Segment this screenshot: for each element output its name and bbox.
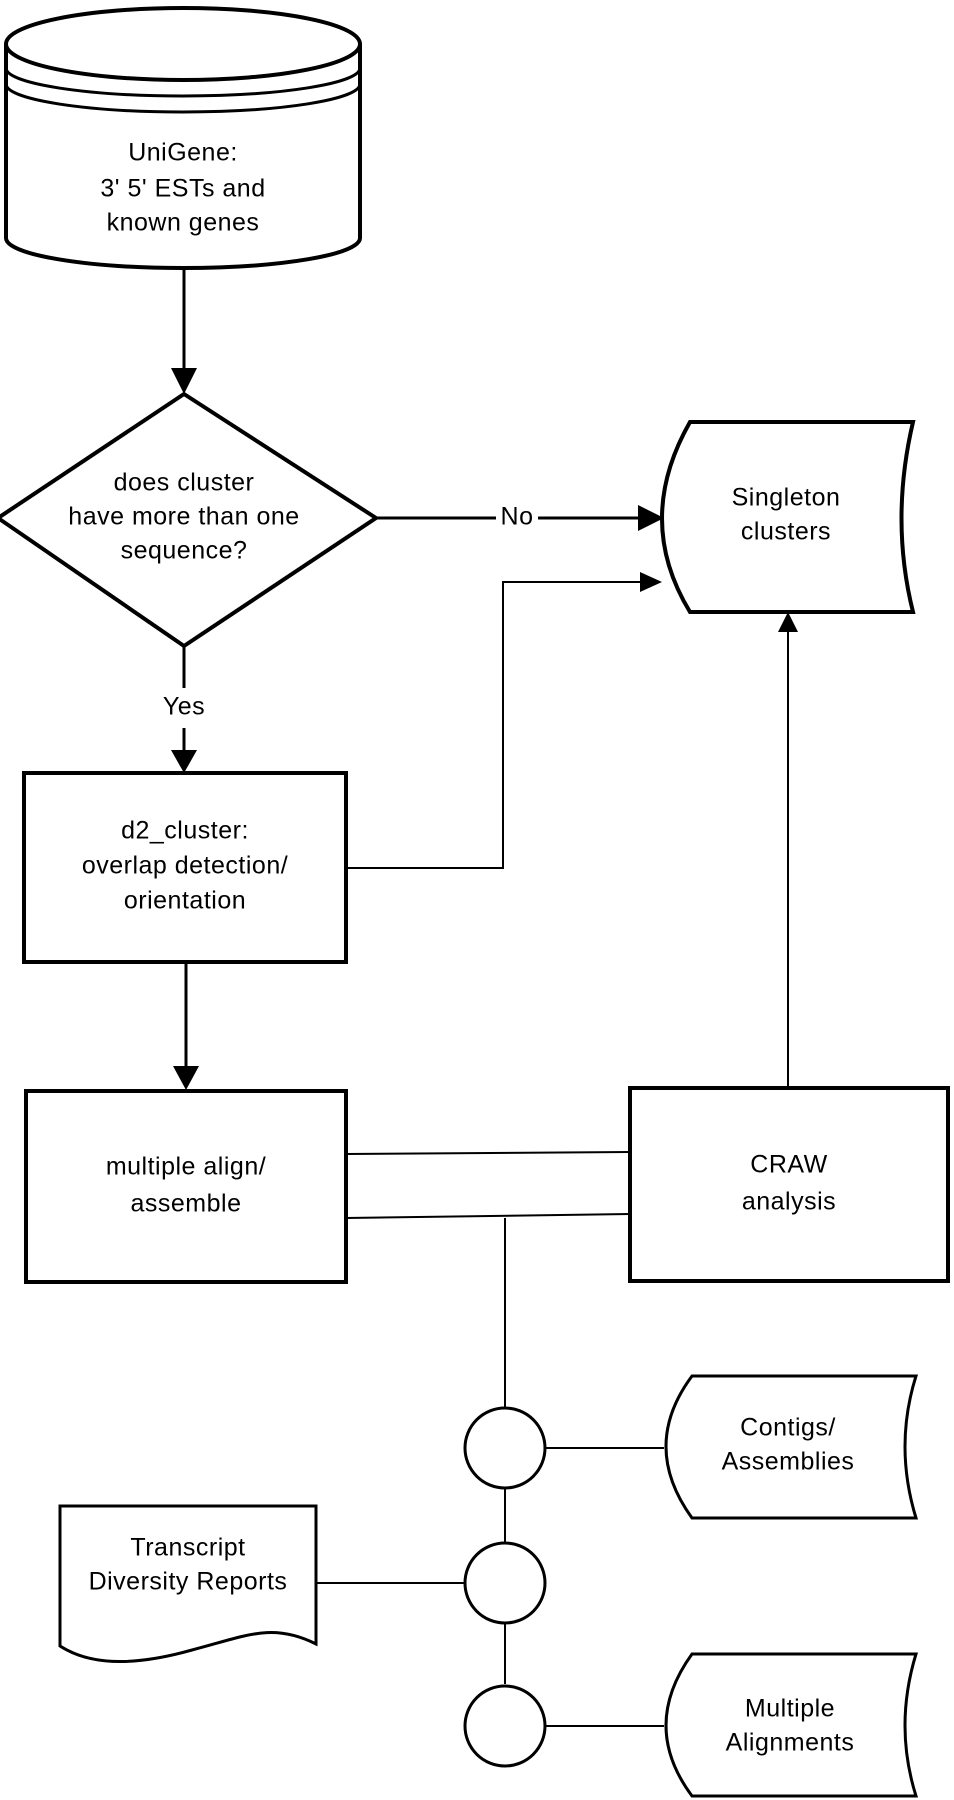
arrowhead-singleton-no — [638, 505, 664, 531]
singleton-label-line-2: clusters — [741, 518, 831, 546]
connector-node-3 — [463, 1684, 547, 1768]
craw-label-line-2: analysis — [742, 1188, 836, 1216]
arrowhead-singleton-craw — [778, 612, 798, 632]
arrowhead-singleton-d2 — [640, 572, 662, 592]
singleton-label-line-1: Singleton — [732, 484, 841, 512]
transcript-reports-document: Transcript Diversity Reports — [58, 1504, 318, 1663]
contigs-assemblies-storage: Contigs/ Assemblies — [664, 1374, 919, 1520]
unigene-label-line-1: UniGene: — [128, 139, 238, 167]
alignments-label-line-2: Alignments — [726, 1729, 855, 1757]
contigs-label-line-1: Contigs/ — [740, 1414, 836, 1442]
arrowhead-d2cluster — [171, 750, 197, 773]
align-label-line-2: assemble — [131, 1190, 242, 1218]
d2cluster-label-line-3: orientation — [124, 887, 246, 915]
arrowhead-decision — [171, 368, 197, 394]
connector-node-1 — [463, 1406, 547, 1490]
arrowhead-align — [173, 1066, 199, 1090]
decision-label-line-3: sequence? — [121, 537, 248, 565]
reports-label-line-1: Transcript — [130, 1534, 245, 1562]
edge-align-to-craw-top — [345, 1151, 631, 1155]
reports-label-line-2: Diversity Reports — [89, 1568, 288, 1596]
connectors — [171, 268, 798, 1727]
edge-d2cluster-to-singleton — [346, 581, 640, 869]
no-label: No — [501, 503, 534, 531]
unigene-database: UniGene: 3' 5' ESTs and known genes — [4, 6, 362, 270]
d2-cluster-process: d2_cluster: overlap detection/ orientati… — [22, 771, 348, 964]
connector-node-2 — [463, 1541, 547, 1625]
decision-label-line-1: does cluster — [114, 469, 255, 497]
contigs-label-line-2: Assemblies — [722, 1448, 855, 1476]
yes-label: Yes — [163, 693, 205, 721]
craw-analysis-process: CRAW analysis — [628, 1086, 950, 1283]
unigene-label-line-3: known genes — [107, 209, 260, 237]
craw-label-line-1: CRAW — [750, 1151, 827, 1179]
d2cluster-label-line-2: overlap detection/ — [82, 852, 288, 880]
edge-align-to-craw-bottom — [345, 1213, 631, 1219]
d2cluster-label-line-1: d2_cluster: — [121, 817, 249, 845]
decision-label-line-2: have more than one — [68, 503, 299, 531]
decision-diamond: does cluster have more than one sequence… — [0, 391, 380, 649]
unigene-label-line-2: 3' 5' ESTs and — [100, 175, 265, 203]
multiple-alignments-storage: Multiple Alignments — [664, 1652, 919, 1798]
alignments-label-line-1: Multiple — [745, 1695, 835, 1723]
align-label-line-1: multiple align/ — [106, 1153, 266, 1181]
singleton-clusters-storage: Singleton clusters — [660, 420, 916, 614]
multiple-align-process: multiple align/ assemble — [24, 1089, 348, 1284]
